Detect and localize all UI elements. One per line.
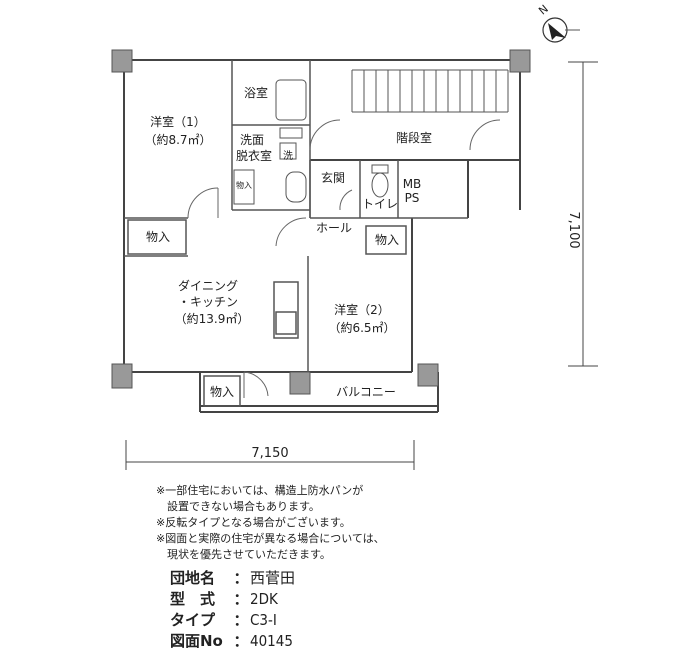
info-row-complex: 団地名 ： 西菅田 — [170, 568, 295, 589]
depth-dimension: 7,100 — [566, 211, 581, 248]
bath-label: 浴室 — [244, 85, 268, 100]
drawing-value: 40145 — [250, 632, 293, 650]
fixtures — [233, 79, 389, 205]
drawing-label: 図面No — [170, 632, 223, 650]
storage-small-label: 物入 — [236, 180, 252, 190]
washroom-label-2: 脱衣室 — [236, 148, 272, 163]
balcony-storage-label: 物入 — [210, 385, 234, 399]
washer-label: 洗 — [283, 150, 293, 162]
washroom-label-1: 洗面 — [240, 133, 264, 147]
complex-value: 西菅田 — [250, 569, 296, 587]
dining-label-2: ・キッチン — [178, 295, 238, 309]
notes: ※一部住宅においては、構造上防水パンが 設置できない場合もあります。 ※反転タイ… — [156, 483, 385, 563]
western1-area: （約8.7㎡） — [144, 132, 211, 147]
complex-label: 団地名 — [170, 569, 216, 587]
hall-label: ホール — [316, 221, 352, 235]
dining-label-1: ダイニング — [178, 278, 238, 293]
note-line: 現状を優先させていただきます。 — [156, 548, 331, 561]
western1-closet-label: 物入 — [146, 230, 170, 244]
width-dimension: 7,150 — [251, 446, 288, 461]
stairs — [351, 69, 509, 113]
western1-name: 洋室（1） — [150, 114, 206, 129]
note-line: ※反転タイプとなる場合がございます。 — [156, 516, 351, 529]
door-swings — [187, 119, 501, 398]
note-line: 設置できない場合もあります。 — [156, 500, 320, 513]
separator: ： — [233, 569, 249, 587]
entrance-label: 玄関 — [321, 170, 345, 185]
info-row-type: 型 式 ： 2DK — [170, 589, 295, 610]
separator: ： — [233, 590, 249, 608]
compass-label: N — [536, 2, 551, 17]
separator: ： — [233, 632, 249, 650]
western2-area: （約6.5㎡） — [328, 320, 395, 335]
walls — [123, 59, 521, 413]
separator: ： — [233, 611, 249, 629]
info-row-plan-type: タイプ ： C3-I — [170, 610, 295, 631]
stairs-label: 階段室 — [396, 130, 432, 145]
mbps-label-1: MB — [403, 177, 422, 191]
balcony-label: バルコニー — [336, 385, 396, 399]
mbps-label-2: PS — [405, 191, 420, 205]
floor-plan: N — [111, 2, 598, 470]
north-arrow-icon: N — [536, 2, 568, 43]
dining-area: （約13.9㎡） — [175, 311, 250, 326]
plan-type-label: タイプ — [170, 611, 216, 629]
info-row-drawing: 図面No ： 40145 — [170, 631, 295, 652]
type-label: 型 式 — [170, 590, 216, 608]
western2-name: 洋室（2） — [334, 302, 390, 317]
note-line: ※一部住宅においては、構造上防水パンが — [156, 484, 364, 497]
toilet-label: トイレ — [362, 197, 398, 211]
note-line: ※図面と実際の住宅が異なる場合については、 — [156, 532, 385, 545]
property-info: 団地名 ： 西菅田 型 式 ： 2DK タイプ ： C3-I 図面No ： 40… — [170, 568, 295, 652]
hall-storage-label: 物入 — [375, 233, 399, 247]
dimension-lines — [125, 61, 598, 470]
plan-type-value: C3-I — [250, 611, 277, 629]
partitions — [124, 60, 468, 407]
columns — [111, 49, 531, 395]
type-value: 2DK — [250, 590, 278, 608]
